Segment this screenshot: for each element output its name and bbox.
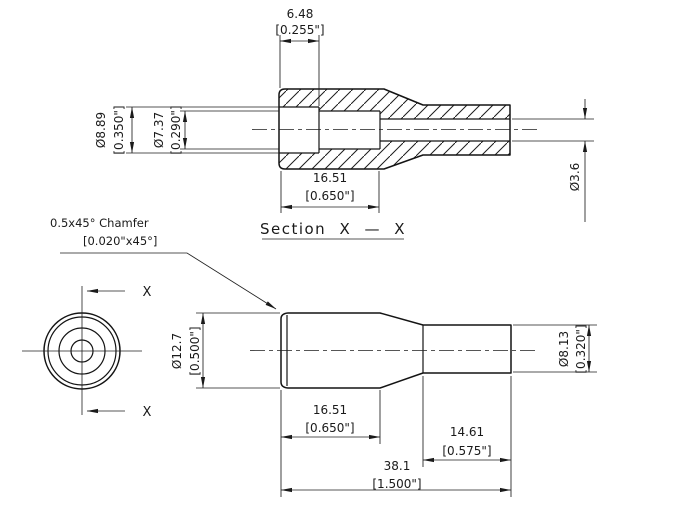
counterbore-depth-in-label: [0.255"] — [275, 23, 324, 37]
tip-length-mm-label: 14.61 — [450, 425, 484, 439]
bore-dia-mm-label: Ø7.37 — [152, 112, 166, 148]
section-body-length-in-label: [0.650"] — [305, 189, 354, 203]
dim-tip-dia: Ø8.13 [0.320"] — [513, 324, 597, 374]
dim-tip-length: 14.61 [0.575"] — [422, 376, 512, 497]
overall-length-mm-label: 38.1 — [384, 459, 411, 473]
section-view: 6.48 [0.255"] Ø8.89 [0.350"] Ø7.37 [0.29… — [94, 7, 594, 240]
dim-bore-dia: Ø7.37 [0.290"] — [152, 105, 279, 155]
section-marker-bottom: X — [86, 405, 152, 420]
dim-through-hole: Ø3.6 — [512, 99, 594, 222]
counterbore-lines — [279, 106, 320, 154]
part-outer-profile-section — [278, 88, 511, 170]
section-title: Section X — X — [260, 220, 406, 240]
section-marker-top-label: X — [143, 285, 152, 300]
section-marker-top: X — [86, 285, 152, 300]
chamfer-note-line2: [0.020"x45°] — [83, 234, 157, 248]
side-view: Ø12.7 [0.500"] Ø8.13 [0.320"] 16.51 [0.6… — [170, 312, 597, 497]
section-marker-bottom-label: X — [143, 405, 152, 420]
section-material-top — [279, 89, 510, 119]
chamfer-note: 0.5x45° Chamfer [0.020"x45°] — [50, 216, 277, 310]
side-body-length-mm-label: 16.51 — [313, 403, 347, 417]
dim-counterbore-depth: 6.48 [0.255"] — [275, 7, 325, 106]
dim-body-dia: Ø12.7 [0.500"] — [170, 312, 280, 389]
section-material-bottom — [279, 141, 510, 169]
chamfer-leader-line — [60, 252, 277, 310]
section-body-length-mm-label: 16.51 — [313, 171, 347, 185]
dim-side-body-length: 16.51 [0.650"] — [280, 390, 381, 497]
through-hole-lines — [380, 118, 510, 142]
tip-length-in-label: [0.575"] — [442, 444, 491, 458]
end-view: X X — [22, 285, 152, 420]
chamfer-note-line1: 0.5x45° Chamfer — [50, 216, 149, 230]
body-dia-mm-label: Ø12.7 — [170, 333, 184, 369]
counterbore-dia-mm-label: Ø8.89 — [94, 112, 108, 148]
bore-lines — [319, 110, 381, 150]
body-dia-in-label: [0.500"] — [188, 326, 202, 375]
side-body-length-in-label: [0.650"] — [305, 421, 354, 435]
bore-dia-in-label: [0.290"] — [169, 105, 183, 154]
counterbore-dia-in-label: [0.350"] — [112, 105, 126, 154]
dim-overall-length: 38.1 [1.500"] — [280, 459, 512, 493]
through-hole-dia-label: Ø3.6 — [568, 163, 582, 192]
counterbore-depth-mm-label: 6.48 — [287, 7, 314, 21]
dim-section-body-length: 16.51 [0.650"] — [280, 171, 380, 213]
tip-dia-in-label: [0.320"] — [574, 324, 588, 373]
dim-counterbore-dia: Ø8.89 [0.350"] — [94, 105, 279, 155]
overall-length-in-label: [1.500"] — [372, 477, 421, 491]
tip-dia-mm-label: Ø8.13 — [557, 331, 571, 367]
section-title-text: Section X — X — [260, 220, 406, 238]
